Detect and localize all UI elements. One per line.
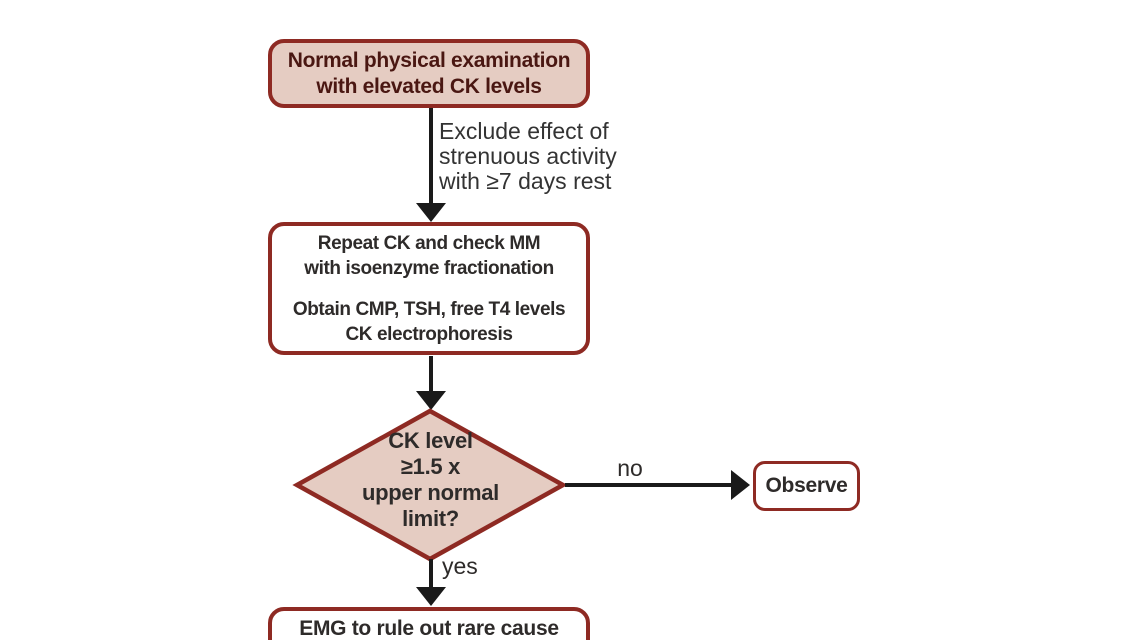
node-decision-line3: upper normal [362, 480, 499, 505]
arrow-start-to-workup [416, 106, 446, 222]
node-decision-line2: ≥1.5 x [400, 454, 461, 479]
edge-note-line2: strenuous activity [439, 143, 617, 169]
arrow-head-down-icon [416, 203, 446, 222]
arrow-head-down-icon [416, 391, 446, 410]
edge-note-exclude: Exclude effect of strenuous activity wit… [439, 119, 617, 194]
edge-note-line1: Exclude effect of [439, 118, 609, 144]
node-workup-line2: with isoenzyme fractionation [304, 257, 554, 279]
arrow-workup-to-decision [416, 356, 446, 410]
node-emg-label: EMG to rule out rare cause [299, 617, 559, 640]
edge-label-yes: yes [442, 553, 478, 579]
node-emg: EMG to rule out rare cause [268, 607, 590, 640]
node-observe: Observe [753, 461, 860, 511]
node-start-line1: Normal physical examination [287, 48, 571, 72]
node-workup-line1: Repeat CK and check MM [317, 232, 541, 254]
node-decision-line1: CK level [388, 428, 473, 453]
node-workup-line4: CK electrophoresis [345, 323, 513, 345]
node-workup-group2: Obtain CMP, TSH, free T4 levels CK elect… [292, 297, 566, 347]
node-start-line2: with elevated CK levels [316, 74, 542, 98]
edge-note-line3: with ≥7 days rest [439, 168, 612, 194]
arrow-decision-to-observe [565, 470, 750, 500]
arrow-decision-to-emg [416, 559, 446, 606]
node-decision-line4: limit? [402, 506, 459, 531]
node-observe-label: Observe [765, 474, 848, 497]
node-start: Normal physical examination with elevate… [268, 39, 590, 108]
arrow-head-right-icon [731, 470, 750, 500]
arrow-head-down-icon [416, 587, 446, 606]
node-workup: Repeat CK and check MM with isoenzyme fr… [268, 222, 590, 355]
edge-label-no: no [617, 455, 643, 481]
node-workup-group1: Repeat CK and check MM with isoenzyme fr… [304, 231, 554, 281]
node-decision-text: CK level ≥1.5 x upper normal limit? [320, 428, 541, 532]
node-workup-line3: Obtain CMP, TSH, free T4 levels [292, 298, 566, 320]
